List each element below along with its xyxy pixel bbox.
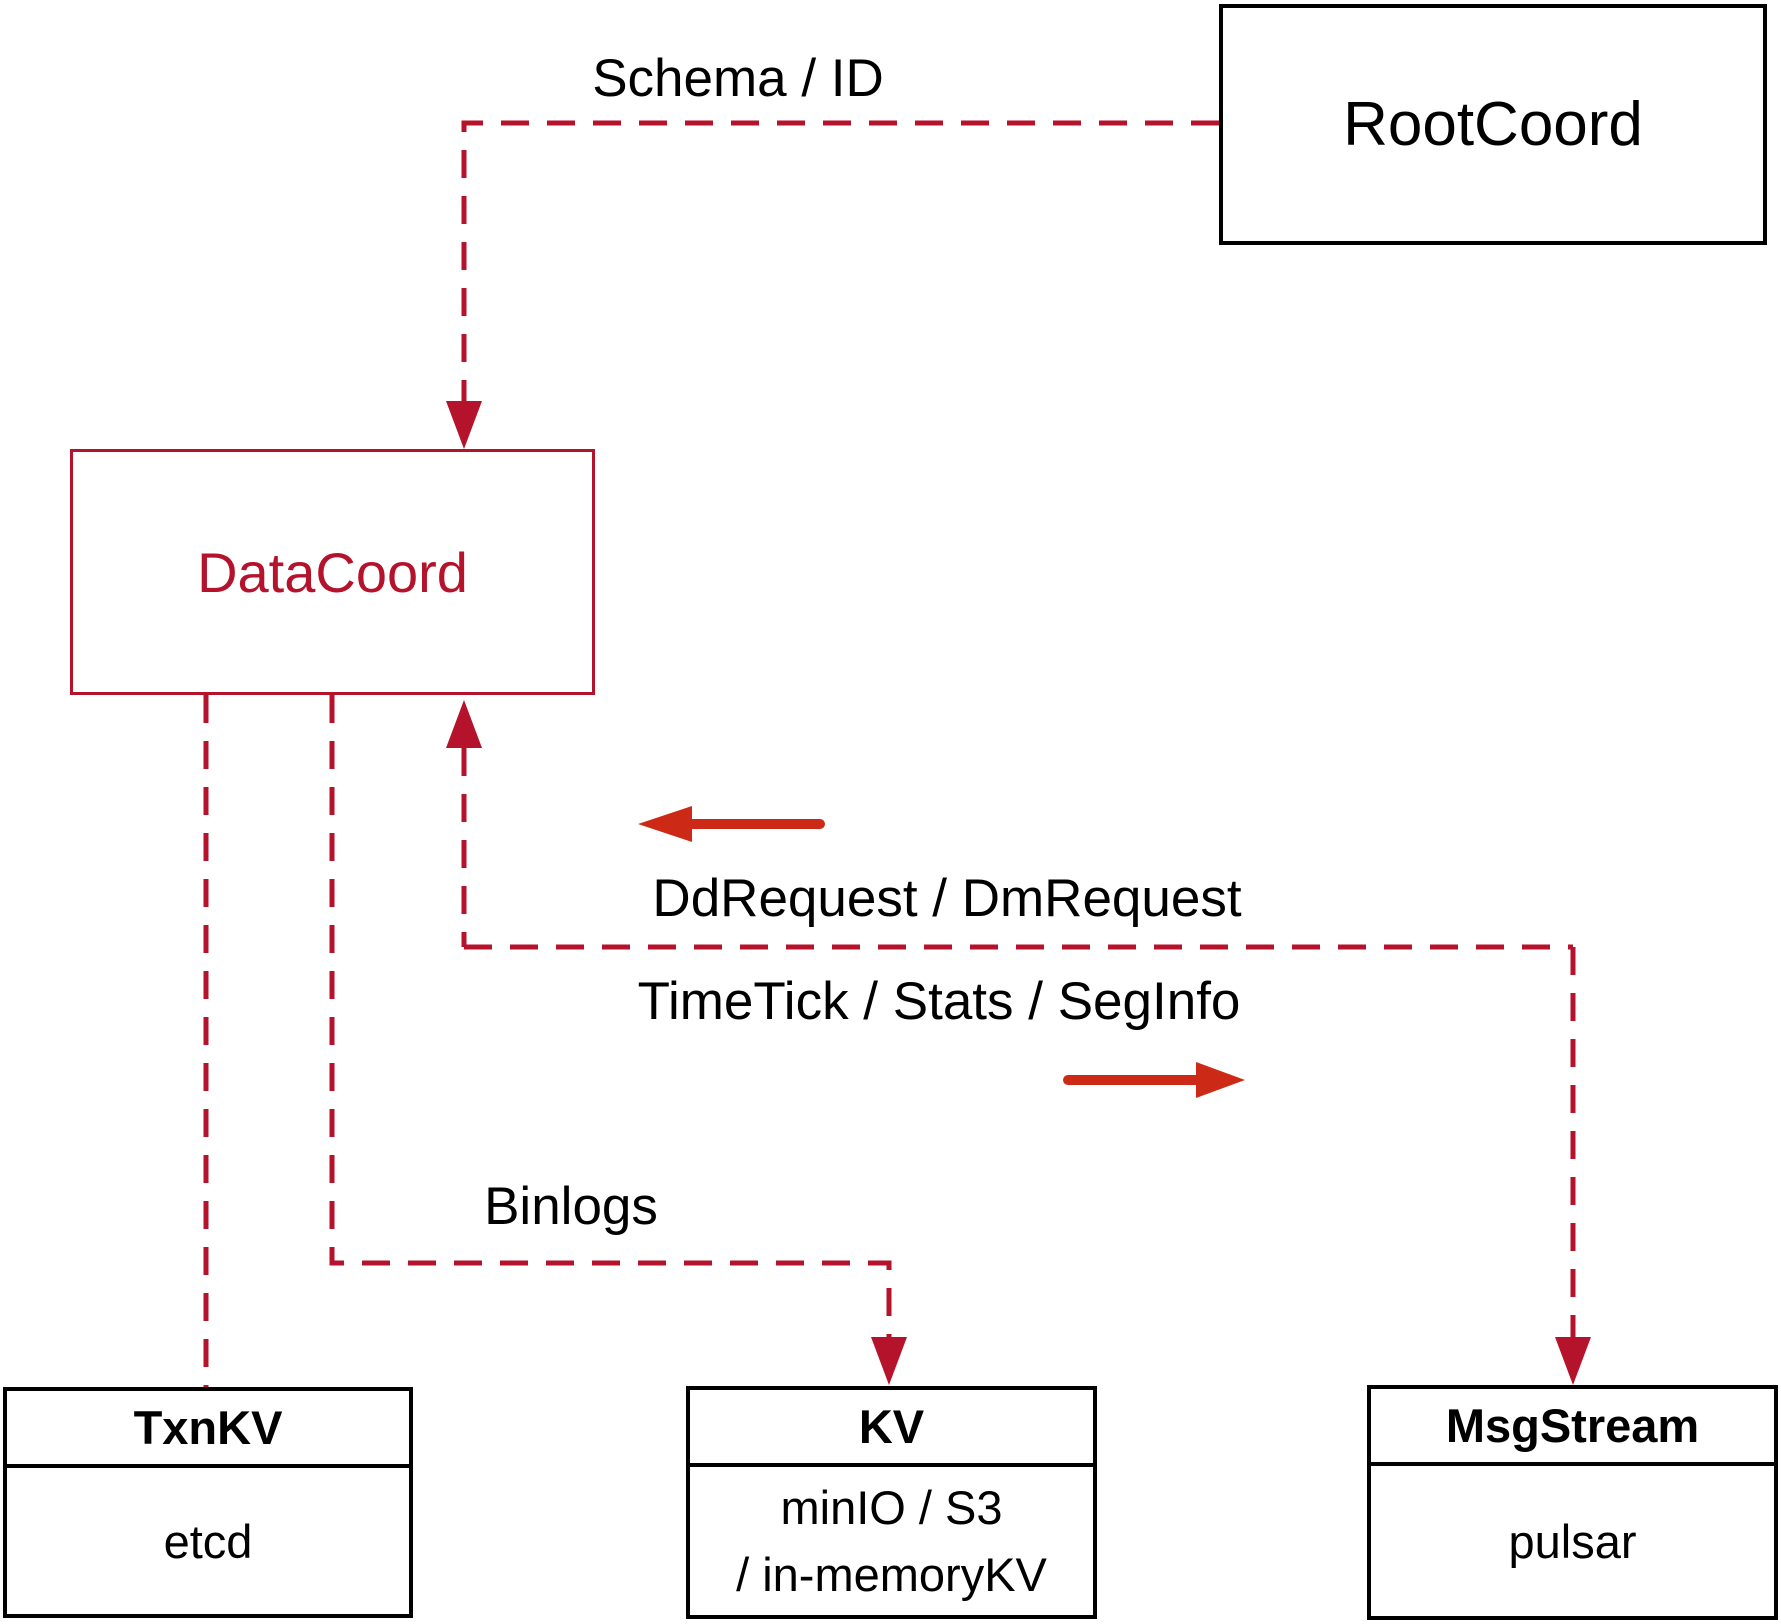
node-kv: KV minIO / S3 / in-memoryKV [686,1386,1097,1619]
edge-schema-id-line [461,120,1219,401]
node-rootcoord: RootCoord [1219,4,1767,245]
edge-label-ddrequest-dmrequest: DdRequest / DmRequest [652,869,1242,928]
kv-title: KV [690,1390,1093,1467]
edge-label-binlogs: Binlogs [484,1177,658,1236]
arrowhead-into-datacoord-bottom-icon [446,700,482,748]
msgstream-title: MsgStream [1371,1389,1774,1466]
edge-label-timetick-stats-seginfo: TimeTick / Stats / SegInfo [637,972,1241,1031]
kv-impl-line1: minIO / S3 [780,1481,1003,1534]
node-datacoord: DataCoord [70,449,595,695]
left-direction-arrow-icon [638,806,692,842]
arrowhead-into-msgstream-icon [1555,1337,1591,1385]
arrowhead-into-kv-icon [871,1337,907,1385]
arrowhead-into-datacoord-top-icon [446,401,482,449]
edge-binlogs [329,695,892,1337]
node-txnkv: TxnKV etcd [3,1387,413,1618]
msgstream-impl: pulsar [1508,1514,1637,1568]
datacoord-label: DataCoord [197,540,468,604]
txnkv-impl: etcd [163,1514,253,1568]
kv-impl-line2: / in-memoryKV [736,1548,1047,1601]
txnkv-title: TxnKV [7,1391,409,1468]
edge-label-schema-id: Schema / ID [592,49,884,108]
node-msgstream: MsgStream pulsar [1367,1385,1778,1620]
right-direction-arrow-icon [1196,1062,1245,1098]
rootcoord-label: RootCoord [1343,90,1643,159]
